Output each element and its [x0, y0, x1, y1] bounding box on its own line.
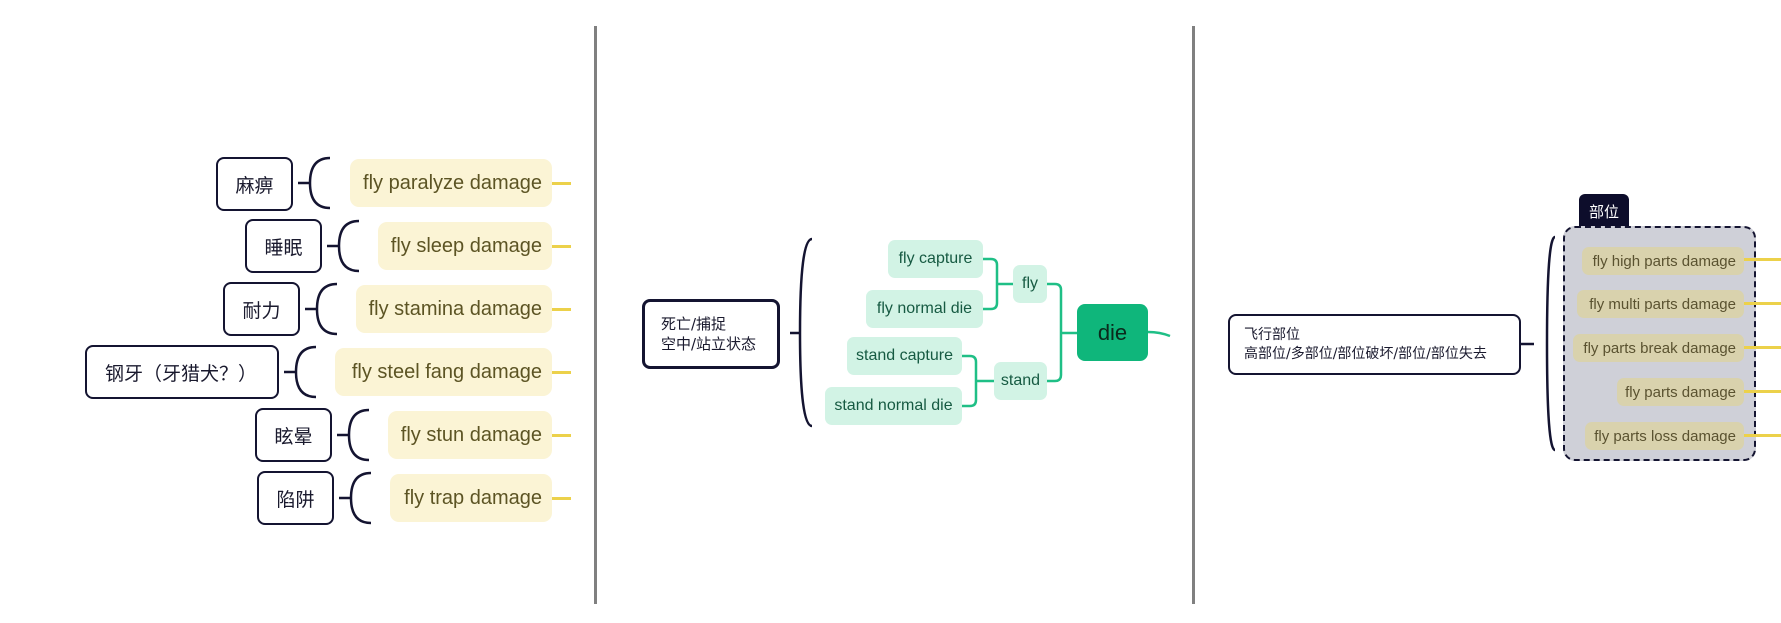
topic-stand-capture[interactable]: stand capture	[847, 337, 962, 375]
note-box[interactable]: 耐力	[223, 282, 300, 336]
topic-die[interactable]: die	[1077, 304, 1148, 361]
note-line: 空中/站立状态	[661, 335, 757, 353]
topic-stand[interactable]: stand	[994, 362, 1047, 400]
note-line: 死亡/捕捉	[661, 315, 727, 333]
note-box[interactable]: 睡眠	[245, 219, 322, 273]
connector	[1744, 346, 1781, 349]
topic-fly-normal-die[interactable]: fly normal die	[866, 290, 983, 328]
topic-node[interactable]: fly stamina damage	[356, 285, 552, 333]
bracket	[327, 219, 360, 273]
topic-node[interactable]: fly stun damage	[388, 411, 552, 459]
connector	[1744, 390, 1781, 393]
topic-fly[interactable]: fly	[1013, 265, 1047, 303]
bracket	[790, 237, 813, 428]
boundary-label[interactable]: 部位	[1579, 194, 1629, 228]
topic-node[interactable]: fly sleep damage	[378, 222, 552, 270]
topic-node[interactable]: fly parts damage	[1617, 378, 1744, 406]
connector	[552, 434, 571, 437]
note-box[interactable]: 陷阱	[257, 471, 334, 525]
topic-stand-normal-die[interactable]: stand normal die	[825, 387, 962, 425]
connector	[1744, 302, 1781, 305]
connector	[552, 308, 571, 311]
bracket	[337, 408, 370, 462]
divider	[1192, 26, 1195, 604]
topic-node[interactable]: fly multi parts damage	[1577, 290, 1744, 318]
topic-node[interactable]: fly paralyze damage	[350, 159, 552, 207]
bracket	[339, 471, 372, 525]
connector	[1744, 434, 1781, 437]
note-line: 飞行部位	[1244, 326, 1300, 343]
bracket	[284, 345, 317, 399]
topic-node[interactable]: fly high parts damage	[1582, 247, 1744, 275]
topic-node[interactable]: fly trap damage	[390, 474, 552, 522]
note-box[interactable]: 眩晕	[255, 408, 332, 462]
note-box[interactable]: 钢牙（牙猎犬？）	[85, 345, 279, 399]
note-line: 高部位/多部位/部位破坏/部位/部位失去	[1244, 345, 1487, 362]
topic-node[interactable]: fly parts loss damage	[1585, 422, 1744, 450]
note-box[interactable]: 麻痹	[216, 157, 293, 211]
note-box[interactable]: 死亡/捕捉 空中/站立状态	[642, 299, 780, 369]
connector	[552, 245, 571, 248]
topic-node[interactable]: fly parts break damage	[1573, 334, 1744, 362]
topic-fly-capture[interactable]: fly capture	[888, 240, 983, 278]
connector	[552, 371, 571, 374]
bracket	[305, 282, 338, 336]
connector	[552, 182, 571, 185]
connector	[552, 497, 571, 500]
connector	[1744, 258, 1781, 261]
bracket	[298, 156, 331, 210]
note-box[interactable]: 飞行部位 高部位/多部位/部位破坏/部位/部位失去	[1228, 314, 1521, 375]
divider	[594, 26, 597, 604]
topic-node[interactable]: fly steel fang damage	[335, 348, 552, 396]
bracket	[1521, 235, 1556, 452]
